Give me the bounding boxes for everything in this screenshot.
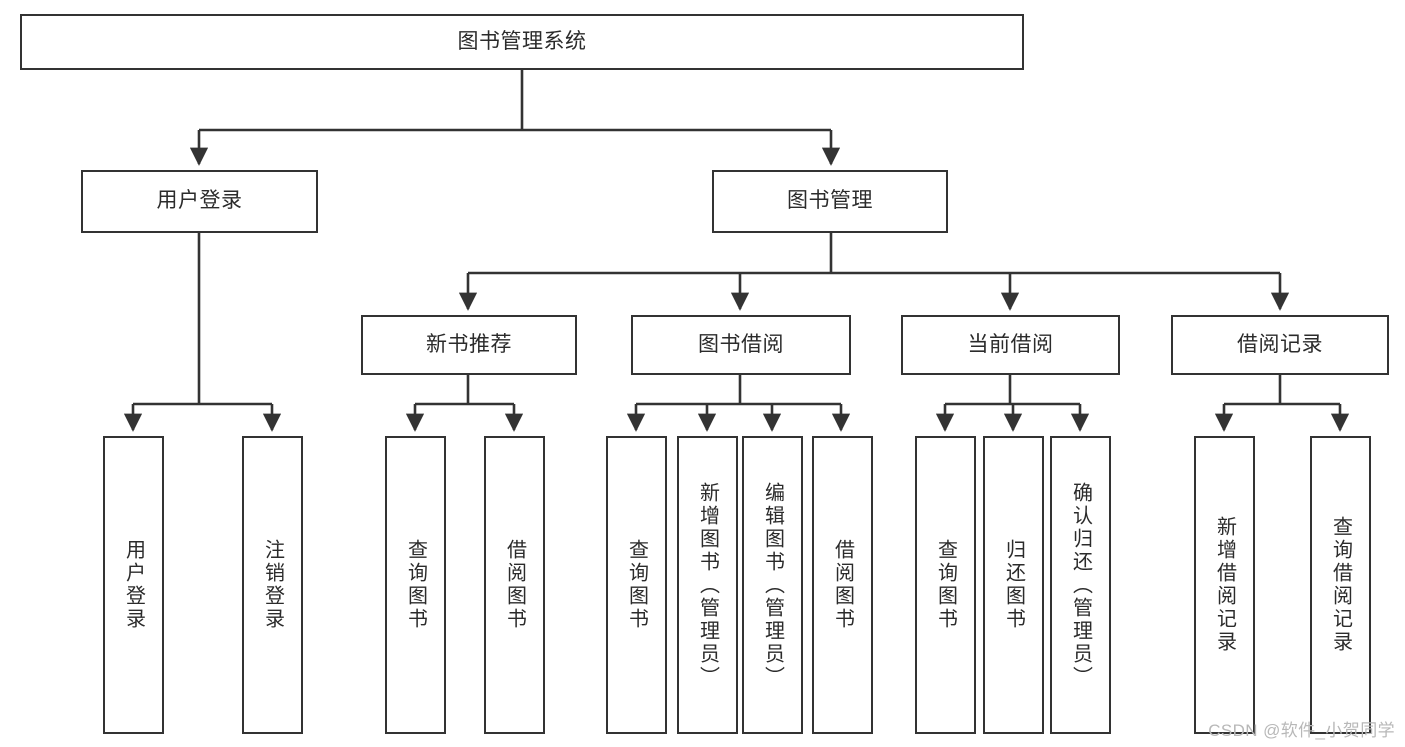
leaf-borrow-add-book-admin[interactable]: 新增图书（管理员）: [677, 436, 738, 734]
node-label: 借阅图书: [503, 539, 526, 631]
node-label: 新增图书（管理员）: [696, 481, 719, 689]
node-label: 查询图书: [404, 539, 427, 631]
node-label: 确认归还（管理员）: [1069, 481, 1092, 689]
leaf-record-query-record[interactable]: 查询借阅记录: [1310, 436, 1371, 734]
node-label: 查询图书: [625, 539, 648, 631]
node-label: 当前借阅: [967, 332, 1054, 356]
leaf-borrow-edit-book-admin[interactable]: 编辑图书（管理员）: [742, 436, 803, 734]
node-label: 图书借阅: [698, 332, 784, 356]
node-current-borrow[interactable]: 当前借阅: [901, 315, 1120, 375]
node-label: 编辑图书（管理员）: [761, 481, 784, 689]
node-user-login[interactable]: 用户登录: [81, 170, 318, 233]
node-label: 归还图书: [1002, 539, 1025, 631]
node-label: 图书管理: [787, 189, 873, 213]
leaf-borrow-borrow-book[interactable]: 借阅图书: [812, 436, 873, 734]
node-label: 图书管理系统: [457, 29, 587, 53]
leaf-user-login-logout[interactable]: 注销登录: [242, 436, 303, 734]
node-label: 新增借阅记录: [1213, 516, 1236, 654]
leaf-borrow-query-book[interactable]: 查询图书: [606, 436, 667, 734]
leaf-recommend-query-book[interactable]: 查询图书: [385, 436, 446, 734]
node-label: 查询借阅记录: [1329, 516, 1352, 654]
leaf-current-return-book[interactable]: 归还图书: [983, 436, 1044, 734]
node-label: 用户登录: [156, 189, 243, 213]
node-label: 注销登录: [261, 539, 284, 631]
watermark-text: CSDN @软件_小贺同学: [1208, 721, 1395, 740]
node-borrow-record[interactable]: 借阅记录: [1171, 315, 1389, 375]
node-label: 借阅记录: [1237, 332, 1323, 356]
node-label: 用户登录: [122, 539, 145, 631]
node-label: 借阅图书: [831, 539, 854, 631]
leaf-recommend-borrow-book[interactable]: 借阅图书: [484, 436, 545, 734]
leaf-user-login-login[interactable]: 用户登录: [103, 436, 164, 734]
node-book-borrow[interactable]: 图书借阅: [631, 315, 851, 375]
leaf-record-add-record[interactable]: 新增借阅记录: [1194, 436, 1255, 734]
node-label: 查询图书: [934, 539, 957, 631]
leaf-current-query-book[interactable]: 查询图书: [915, 436, 976, 734]
node-book-management[interactable]: 图书管理: [712, 170, 948, 233]
leaf-current-confirm-return-admin[interactable]: 确认归还（管理员）: [1050, 436, 1111, 734]
node-root-book-management-system[interactable]: 图书管理系统: [20, 14, 1024, 70]
node-new-book-recommend[interactable]: 新书推荐: [361, 315, 577, 375]
node-label: 新书推荐: [426, 332, 512, 356]
